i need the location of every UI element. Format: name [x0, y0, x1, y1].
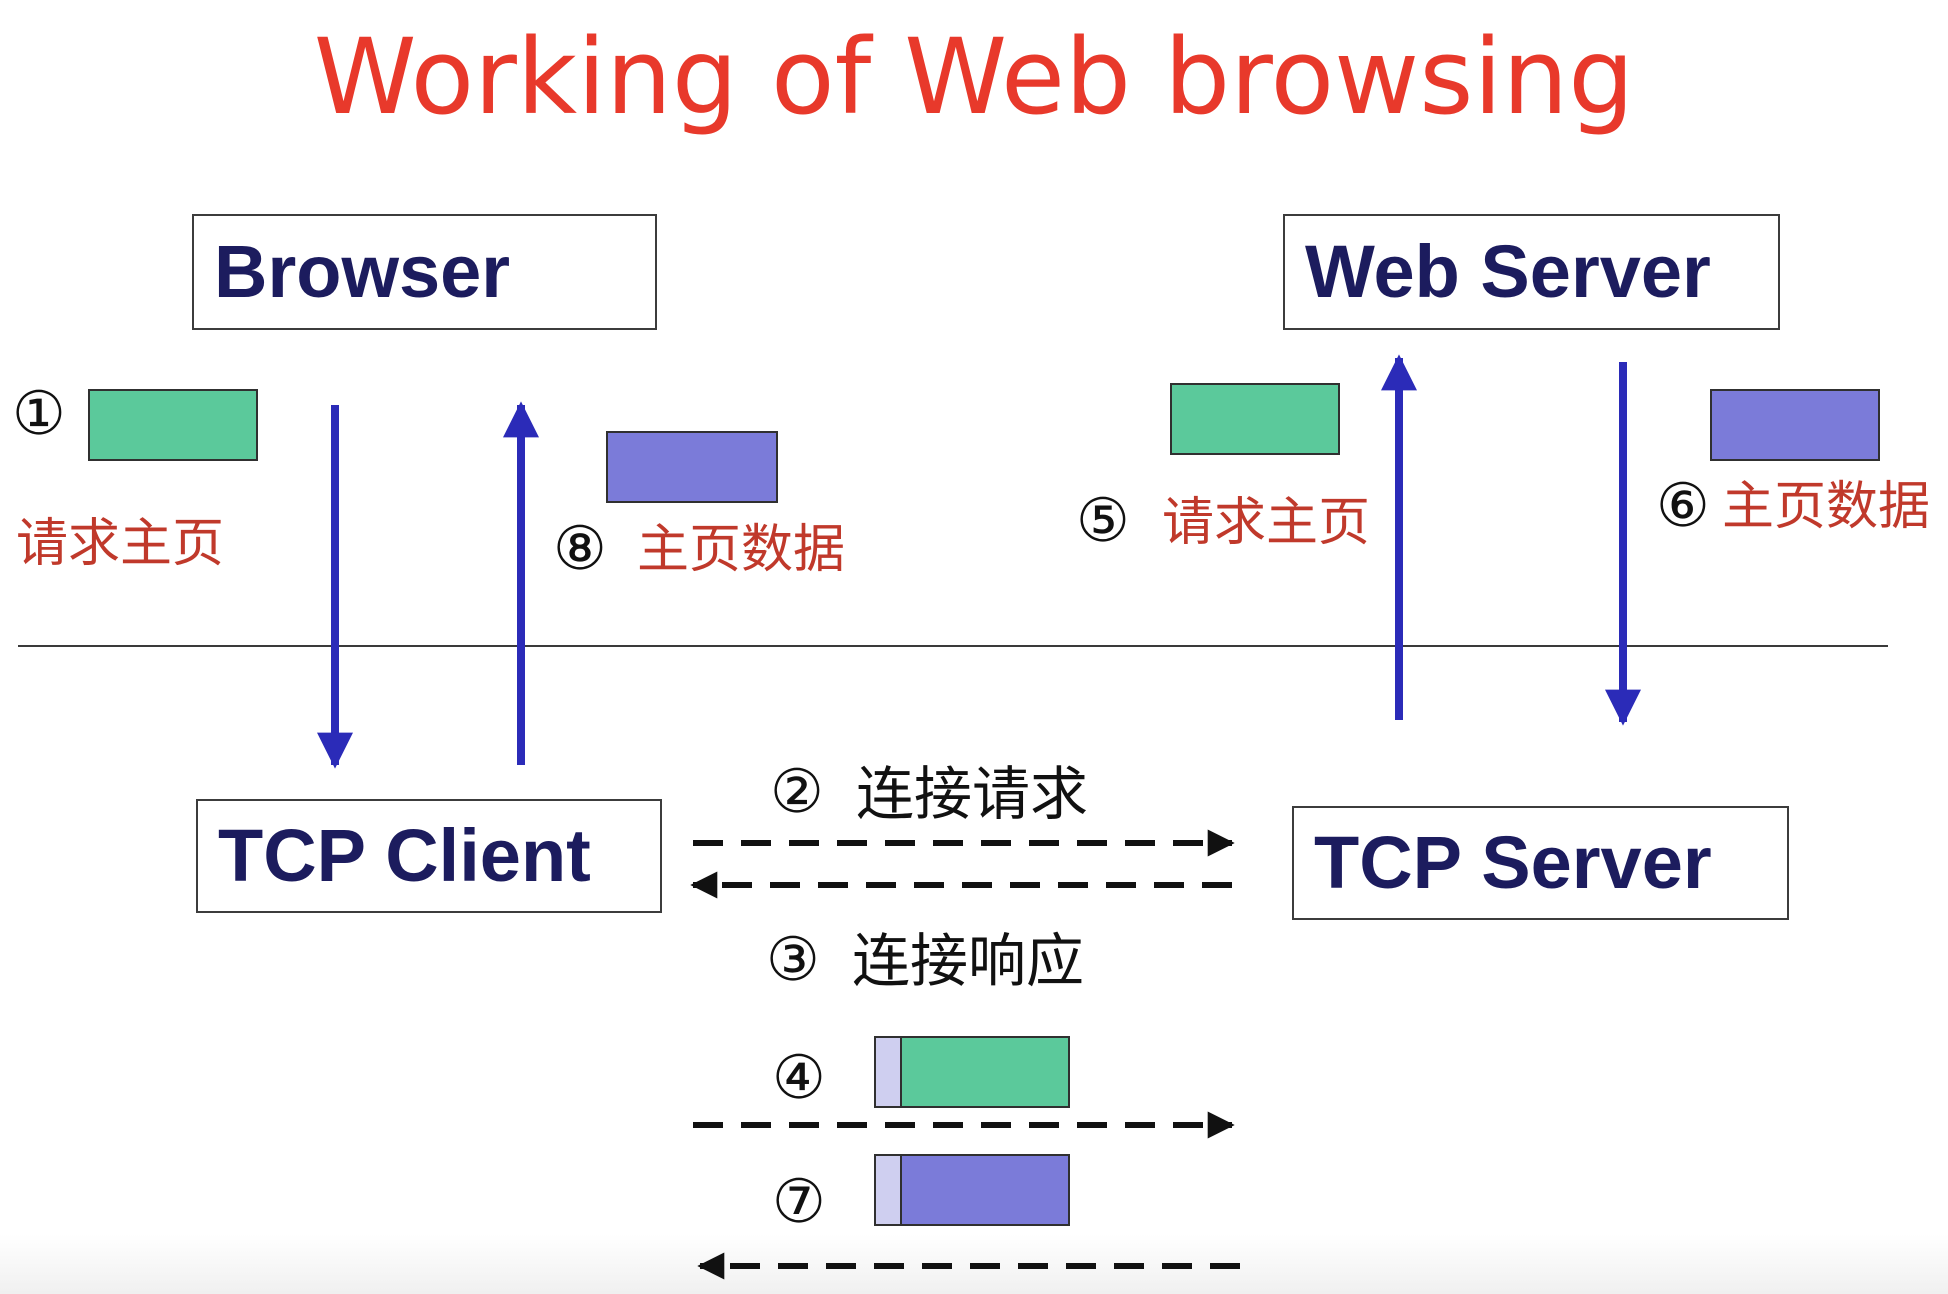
request-packet-server	[1170, 383, 1340, 455]
step-8-label: 主页数据	[637, 520, 846, 580]
segment-payload-request	[900, 1036, 1070, 1108]
step-2-label: 连接请求	[856, 760, 1089, 828]
step-1-label: 请求主页	[16, 514, 225, 574]
request-packet-browser	[88, 389, 258, 461]
step-7-number: ⑦	[772, 1167, 826, 1237]
browser-box: Browser	[192, 214, 657, 330]
tcp-client-box: TCP Client	[196, 799, 662, 913]
step-3-label: 连接响应	[852, 927, 1085, 995]
tcp-server-box: TCP Server	[1292, 806, 1789, 920]
step-6-label: 主页数据	[1722, 477, 1931, 537]
step-1-number: ①	[12, 379, 66, 449]
step-6-number: ⑥	[1656, 471, 1710, 541]
step-5-number: ⑤	[1076, 486, 1130, 556]
data-packet-browser	[606, 431, 778, 503]
web-server-box: Web Server	[1283, 214, 1780, 330]
page-title: Working of Web browsing	[313, 16, 1635, 138]
data-packet-server	[1710, 389, 1880, 461]
step-3-number: ③	[766, 925, 820, 995]
step-8-number: ⑧	[553, 514, 607, 584]
segment-payload-data	[900, 1154, 1070, 1226]
step-4-number: ④	[772, 1043, 826, 1113]
step-2-number: ②	[770, 757, 824, 827]
step-5-label: 请求主页	[1162, 493, 1371, 553]
